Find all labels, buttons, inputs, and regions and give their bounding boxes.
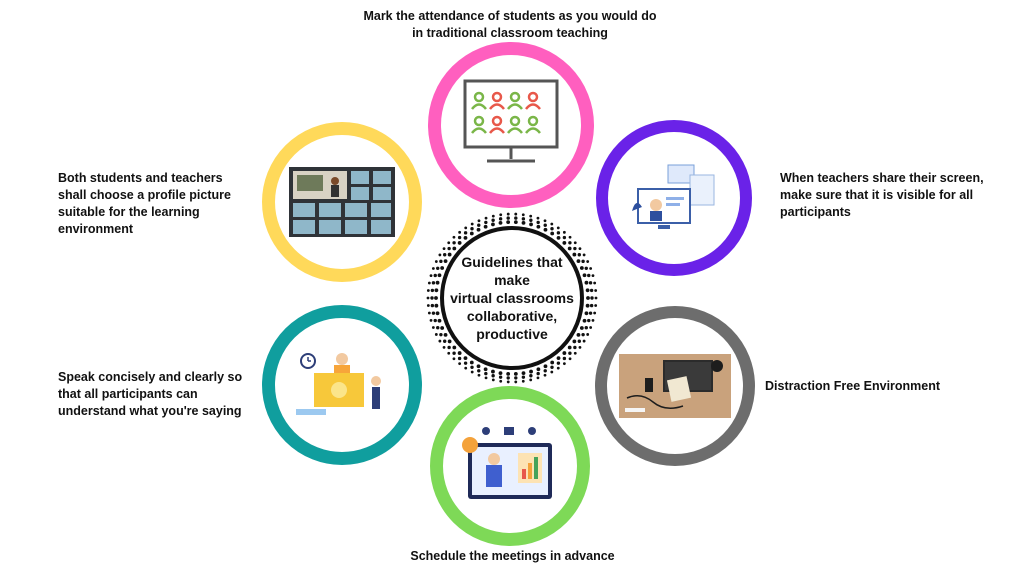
guideline-ring-attendance [428, 42, 594, 208]
screen-share-icon [632, 164, 715, 229]
guideline-ring-screen-share [596, 120, 752, 276]
guideline-ring-schedule [430, 386, 590, 546]
guideline-label-screen-share: When teachers share their screen, make s… [780, 171, 984, 219]
presentation-icon [296, 353, 381, 415]
guideline-label-attendance: Mark the attendance of students as you w… [363, 9, 657, 40]
guideline-label-speak-clearly: Speak concisely and clearly so that all … [58, 370, 243, 418]
guideline-ring-speak-clearly [262, 305, 422, 465]
center-title: Guidelines that make virtual classrooms … [450, 254, 574, 342]
online-meeting-icon [462, 427, 552, 499]
center-hub: Guidelines that make virtual classrooms … [425, 211, 599, 385]
desk-laptop-icon [619, 354, 731, 418]
guideline-label-profile-picture: Both students and teachers shall choose … [58, 171, 231, 236]
guideline-label-schedule: Schedule the meetings in advance [410, 549, 615, 563]
attendance-monitor-icon [463, 79, 559, 163]
video-call-grid-icon [289, 167, 395, 237]
guideline-ring-distraction-free [595, 306, 755, 466]
guideline-ring-profile-picture [262, 122, 422, 282]
guideline-label-distraction-free: Distraction Free Environment [765, 379, 941, 393]
dotted-halo [426, 212, 598, 384]
